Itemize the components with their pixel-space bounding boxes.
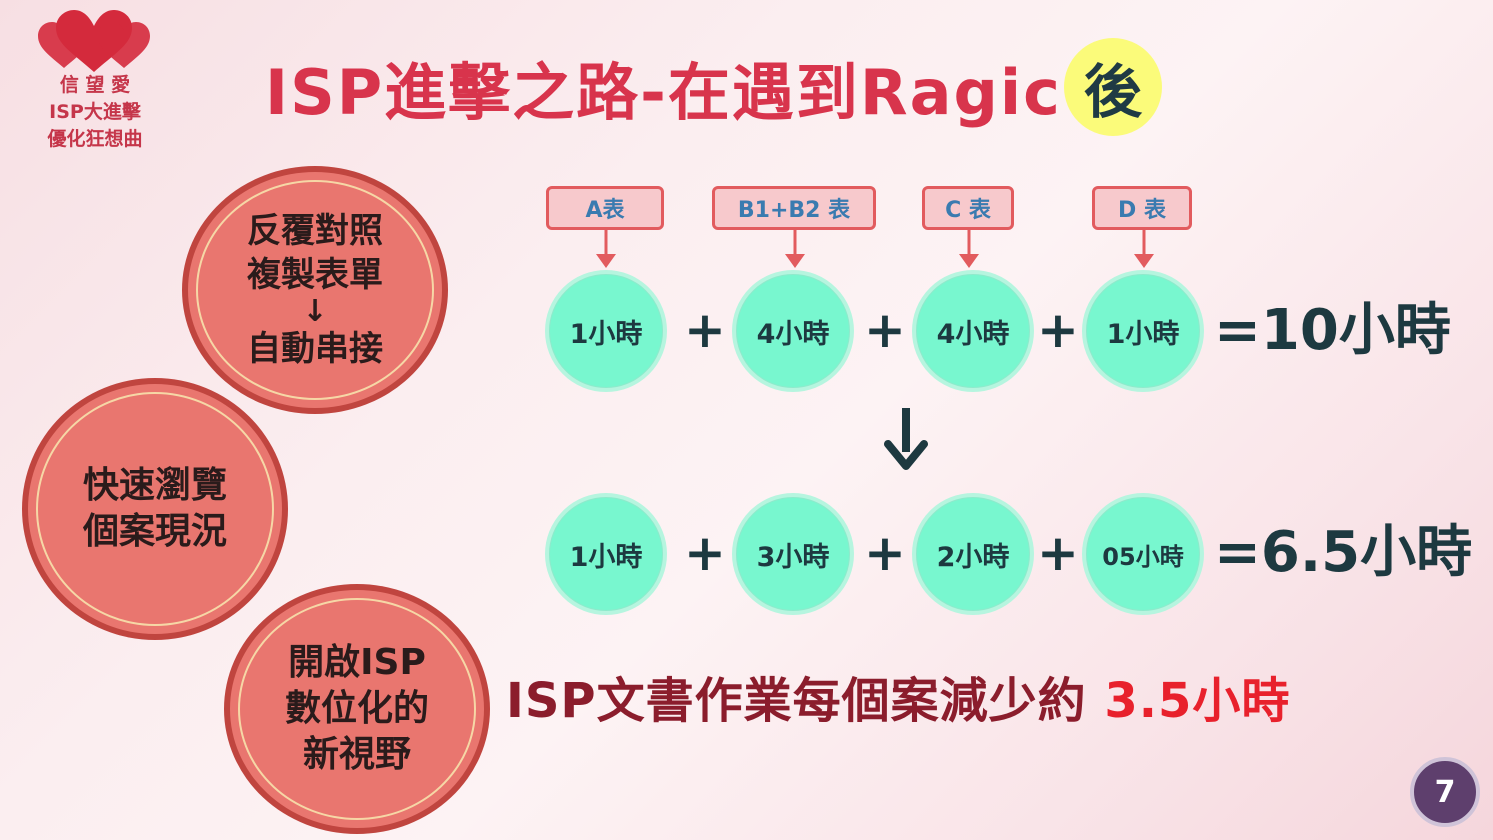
plus-sign: + [864, 524, 906, 582]
logo-text: 信 望 愛 ISP大進擊 優化狂想曲 [20, 72, 170, 153]
page-number-badge: 7 [1410, 757, 1480, 827]
plus-sign: + [684, 301, 726, 359]
plus-sign: + [1037, 301, 1079, 359]
benefit-line: 數位化的 [284, 688, 429, 729]
time-before-c: 4小時 [912, 270, 1034, 392]
summary-highlight: 3.5小時 [1104, 673, 1291, 729]
big-down-arrow-icon [884, 408, 928, 470]
benefit-circle-auto-link: 反覆對照 複製表單 ↓ 自動串接 [182, 166, 448, 414]
time-before-a: 1小時 [545, 270, 667, 392]
circle-inner-ring [238, 598, 476, 820]
hearts-logo-icon [38, 10, 150, 72]
logo-line-1: 信 望 愛 [59, 74, 131, 96]
benefit-text: 反覆對照 複製表單 ↓ 自動串接 [247, 209, 383, 371]
time-after-a: 1小時 [545, 493, 667, 615]
down-arrow-icon: ↓ [302, 294, 328, 329]
title-highlight-badge: 後 [1063, 38, 1162, 136]
summary-text: ISP文書作業每個案減少約 3.5小時 [506, 668, 1290, 734]
benefit-text: 快速瀏覽 個案現況 [83, 463, 227, 555]
time-after-d: 05小時 [1082, 493, 1204, 615]
summary-main: ISP文書作業每個案減少約 [506, 673, 1087, 729]
benefit-line: 開啟ISP [288, 642, 426, 683]
form-label-d: D 表 [1092, 186, 1192, 230]
circle-inner-ring [36, 392, 274, 626]
time-before-b: 4小時 [732, 270, 854, 392]
form-label-a: A表 [546, 186, 664, 230]
time-after-b: 3小時 [732, 493, 854, 615]
benefit-line: 反覆對照 [247, 211, 383, 251]
benefit-line: 新視野 [302, 734, 411, 775]
plus-sign: + [1037, 524, 1079, 582]
benefit-circle-quick-browse: 快速瀏覽 個案現況 [22, 378, 288, 640]
down-arrow-icon [596, 230, 616, 268]
plus-sign: + [864, 301, 906, 359]
benefit-line: 複製表單 [247, 255, 383, 295]
page-title: ISP進擊之路-在遇到Ragic 後 [265, 32, 1162, 142]
logo: 信 望 愛 ISP大進擊 優化狂想曲 [20, 4, 170, 174]
benefit-circle-digital: 開啟ISP 數位化的 新視野 [224, 584, 490, 834]
time-after-c: 2小時 [912, 493, 1034, 615]
form-label-c: C 表 [922, 186, 1014, 230]
down-arrow-icon [785, 230, 805, 268]
plus-sign: + [684, 524, 726, 582]
down-arrow-icon [1134, 230, 1154, 268]
benefit-text: 開啟ISP 數位化的 新視野 [285, 640, 429, 778]
title-main: ISP進擊之路-在遇到Ragic [265, 56, 1062, 129]
down-arrow-icon [959, 230, 979, 268]
time-before-d: 1小時 [1082, 270, 1204, 392]
circle-inner-ring [196, 180, 434, 400]
total-after: =6.5小時 [1214, 520, 1473, 585]
logo-line-3: 優化狂想曲 [47, 128, 143, 150]
benefit-line: 個案現況 [82, 511, 227, 552]
benefit-line: 自動串接 [247, 329, 383, 369]
logo-line-2: ISP大進擊 [49, 101, 141, 123]
total-before: =10小時 [1214, 298, 1451, 363]
form-label-b: B1+B2 表 [712, 186, 876, 230]
title-highlight: 後 [1083, 58, 1142, 126]
benefit-line: 快速瀏覽 [82, 465, 227, 506]
